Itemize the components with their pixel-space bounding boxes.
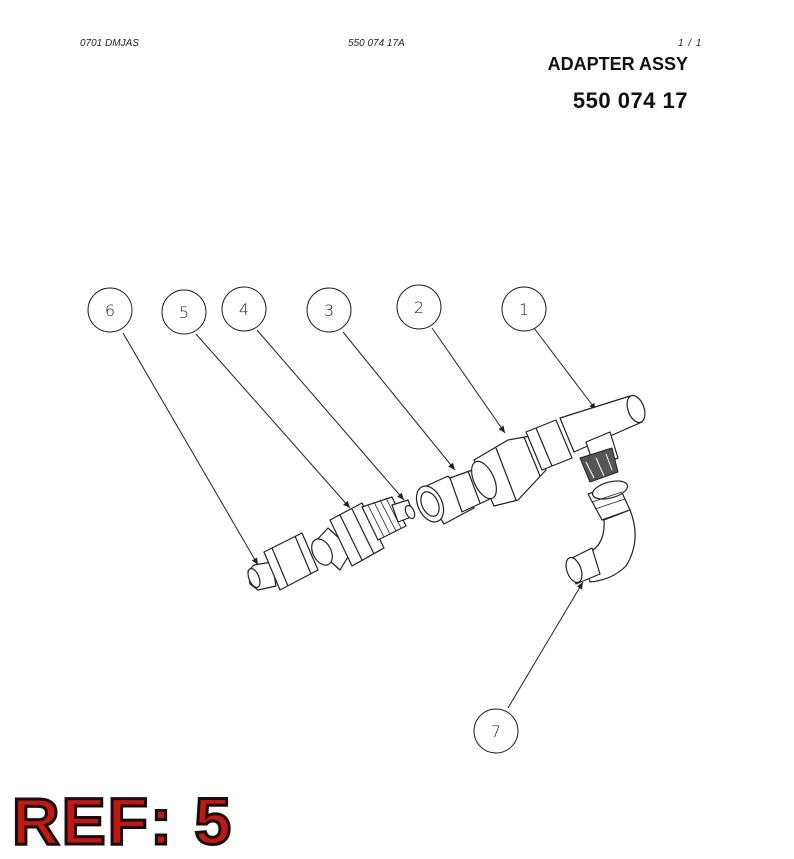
callout-1: 1 <box>501 286 547 332</box>
drawing-title: ADAPTER ASSY <box>547 54 688 74</box>
header-page-number: 1 / 1 <box>678 38 703 49</box>
callout-5: 5 <box>161 289 207 335</box>
part-number: 550 074 17 <box>572 88 688 113</box>
svg-text:3: 3 <box>324 301 334 320</box>
callout-7: 7 <box>473 708 519 754</box>
svg-text:2: 2 <box>414 298 424 317</box>
part-3-cap <box>415 467 493 525</box>
ref-label: REF: 5 <box>10 784 234 858</box>
svg-text:1: 1 <box>519 300 529 319</box>
callout-balloons: 6 5 4 3 2 1 7 <box>87 284 547 754</box>
svg-text:5: 5 <box>179 303 189 322</box>
part-5-valve <box>311 496 416 571</box>
svg-text:7: 7 <box>491 722 501 741</box>
header-doc-number: 550 074 17A <box>348 38 405 49</box>
callout-3: 3 <box>306 287 352 333</box>
svg-text:4: 4 <box>239 300 249 319</box>
header-left-code: 0701 DMJAS <box>80 38 139 49</box>
svg-text:6: 6 <box>105 301 115 320</box>
leader-line-2 <box>431 327 506 434</box>
callout-6: 6 <box>87 287 133 333</box>
leader-line-4 <box>256 329 405 501</box>
callout-2: 2 <box>396 284 442 330</box>
leader-line-7 <box>507 581 584 709</box>
leader-lines <box>122 327 597 709</box>
part-2-hex-nut <box>471 435 547 507</box>
part-1-tee-body <box>525 394 646 483</box>
part-7-elbow <box>565 480 636 585</box>
leader-line-3 <box>342 331 456 471</box>
leader-line-6 <box>122 332 259 566</box>
callout-4: 4 <box>221 286 267 332</box>
part-6-fitting <box>247 532 319 591</box>
leader-line-5 <box>195 333 351 509</box>
leader-line-1 <box>533 327 597 411</box>
